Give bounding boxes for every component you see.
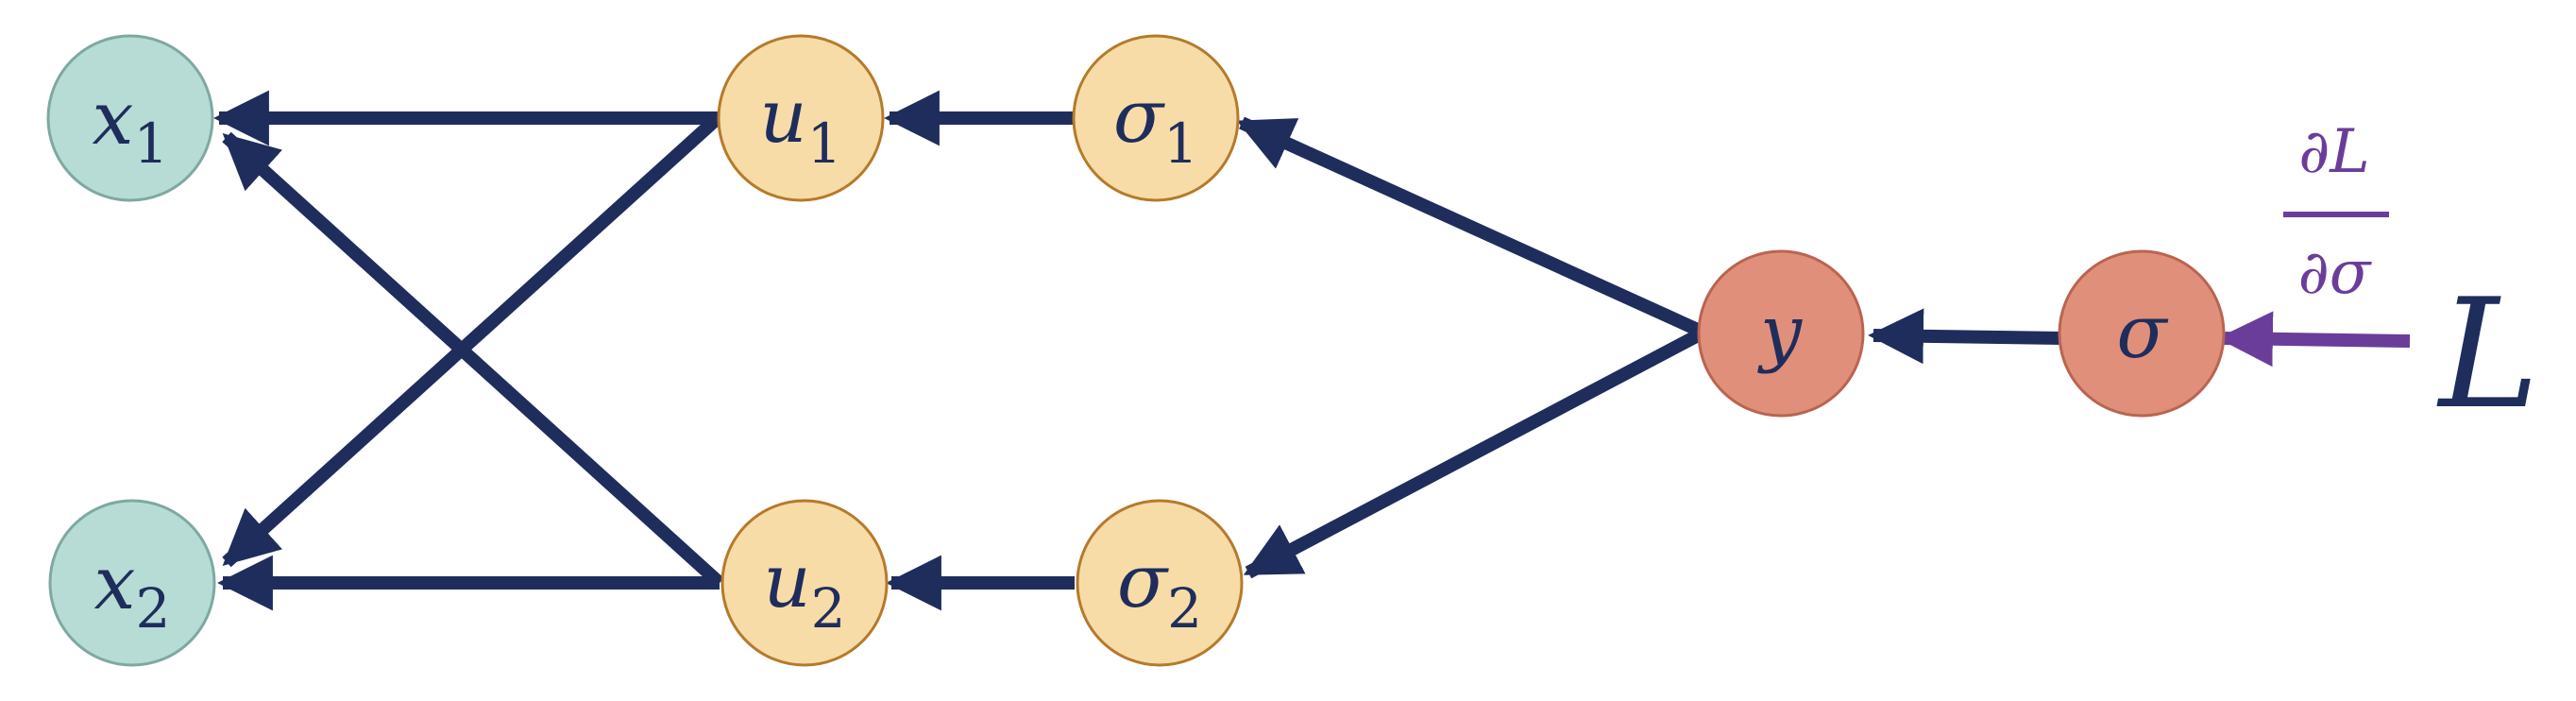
edges	[213, 90, 2063, 611]
edge-u1-to-x2	[222, 112, 722, 568]
svg-text:u2: u2	[763, 539, 845, 641]
node-u1-sub: 1	[807, 111, 842, 176]
edge-sigma-to-y	[1868, 308, 2063, 365]
node-sigma1-label: σ	[1113, 75, 1165, 160]
node-sigma2: σ2	[1076, 499, 1244, 667]
node-x2-label: x	[94, 541, 136, 626]
node-x1-label: x	[93, 77, 134, 162]
edge-y-to-s2	[1243, 328, 1703, 579]
node-u1: u1	[717, 34, 885, 202]
gradient-fraction: ∂L ∂σ	[2283, 117, 2389, 308]
node-sigma1-sub: 1	[1163, 111, 1198, 176]
edge-loss-to-sigma	[2217, 311, 2411, 368]
node-sigma2-label: σ	[1117, 539, 1169, 624]
node-u2: u2	[720, 499, 889, 667]
node-u1-label: u	[759, 75, 806, 160]
node-sigma1: σ1	[1072, 34, 1240, 202]
svg-text:x1: x1	[93, 77, 169, 176]
node-u2-sub: 2	[811, 576, 846, 641]
loss-label: L	[2436, 265, 2539, 442]
node-y: y	[1697, 249, 1865, 418]
node-x2: x2	[48, 499, 216, 667]
svg-text:σ2: σ2	[1117, 539, 1202, 641]
edge-y-to-s1	[1236, 116, 1703, 337]
node-y-label: y	[1757, 290, 1803, 375]
edge-u2-to-x1	[222, 131, 724, 589]
svg-text:x2: x2	[94, 541, 171, 641]
svg-text:σ1: σ1	[1113, 75, 1198, 176]
node-sigma-label: σ	[2116, 290, 2168, 375]
node-x1-sub: 1	[134, 111, 169, 176]
node-sigma2-sub: 2	[1167, 576, 1202, 641]
svg-text:u1: u1	[759, 75, 841, 176]
gradient-denominator: ∂σ	[2298, 238, 2373, 308]
node-x1: x1	[46, 34, 214, 202]
node-x2-sub: 2	[136, 576, 171, 641]
node-u2-label: u	[763, 539, 810, 624]
node-sigma: σ	[2058, 249, 2226, 418]
gradient-numerator: ∂L	[2298, 117, 2370, 187]
